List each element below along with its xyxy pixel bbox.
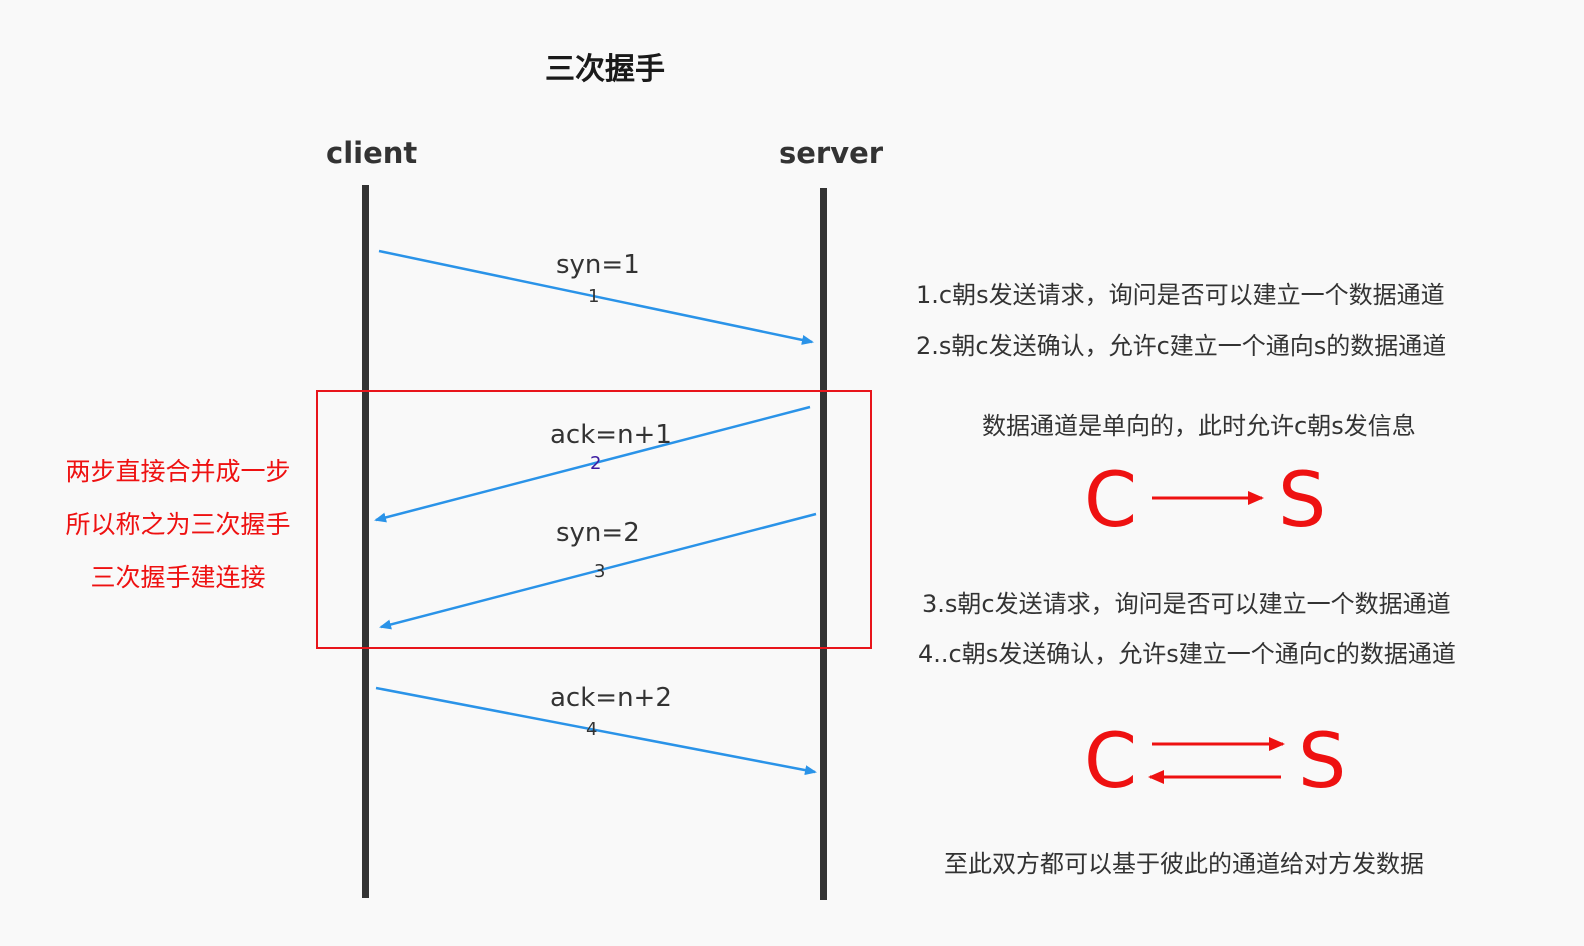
message-label-1: syn=1 xyxy=(556,250,640,280)
diagram1-server-letter: S xyxy=(1278,455,1327,544)
merged-steps-highlight-box xyxy=(316,390,872,649)
message-number-4: 4 xyxy=(586,719,598,740)
message-number-1: 1 xyxy=(588,286,600,307)
diagram2-server-letter: S xyxy=(1298,716,1347,805)
message-arrow-4 xyxy=(375,686,817,776)
message-arrow-3 xyxy=(379,512,817,630)
diagram2-client-letter: C xyxy=(1084,716,1138,805)
note-line-2: 所以称之为三次握手 xyxy=(65,510,291,539)
description-line-5: 4..c朝s发送确认，允许s建立一个通向c的数据通道 xyxy=(918,640,1456,668)
description-line-4: 3.s朝c发送请求，询问是否可以建立一个数据通道 xyxy=(922,590,1451,618)
note-line-3: 三次握手建连接 xyxy=(90,563,266,592)
description-line-2: 2.s朝c发送确认，允许c建立一个通向s的数据通道 xyxy=(916,332,1447,360)
description-line-1: 1.c朝s发送请求，询问是否可以建立一个数据通道 xyxy=(916,281,1445,309)
client-lifeline xyxy=(362,185,369,898)
server-lifeline xyxy=(820,188,827,900)
message-arrow-1 xyxy=(378,249,814,345)
message-number-2: 2 xyxy=(590,453,602,474)
actor-client-label: client xyxy=(326,136,418,170)
description-line-6: 至此双方都可以基于彼此的通道给对方发数据 xyxy=(944,850,1424,878)
message-label-2: ack=n+1 xyxy=(550,420,672,450)
description-line-3: 数据通道是单向的，此时允许c朝s发信息 xyxy=(982,412,1416,440)
actor-server-label: server xyxy=(779,136,884,170)
message-number-3: 3 xyxy=(594,561,606,582)
diagram1-client-letter: C xyxy=(1084,455,1138,544)
message-label-3: syn=2 xyxy=(556,518,640,548)
page-title: 三次握手 xyxy=(545,52,665,87)
note-line-1: 两步直接合并成一步 xyxy=(65,457,291,486)
message-arrow-2 xyxy=(374,405,811,523)
message-label-4: ack=n+2 xyxy=(550,683,672,713)
